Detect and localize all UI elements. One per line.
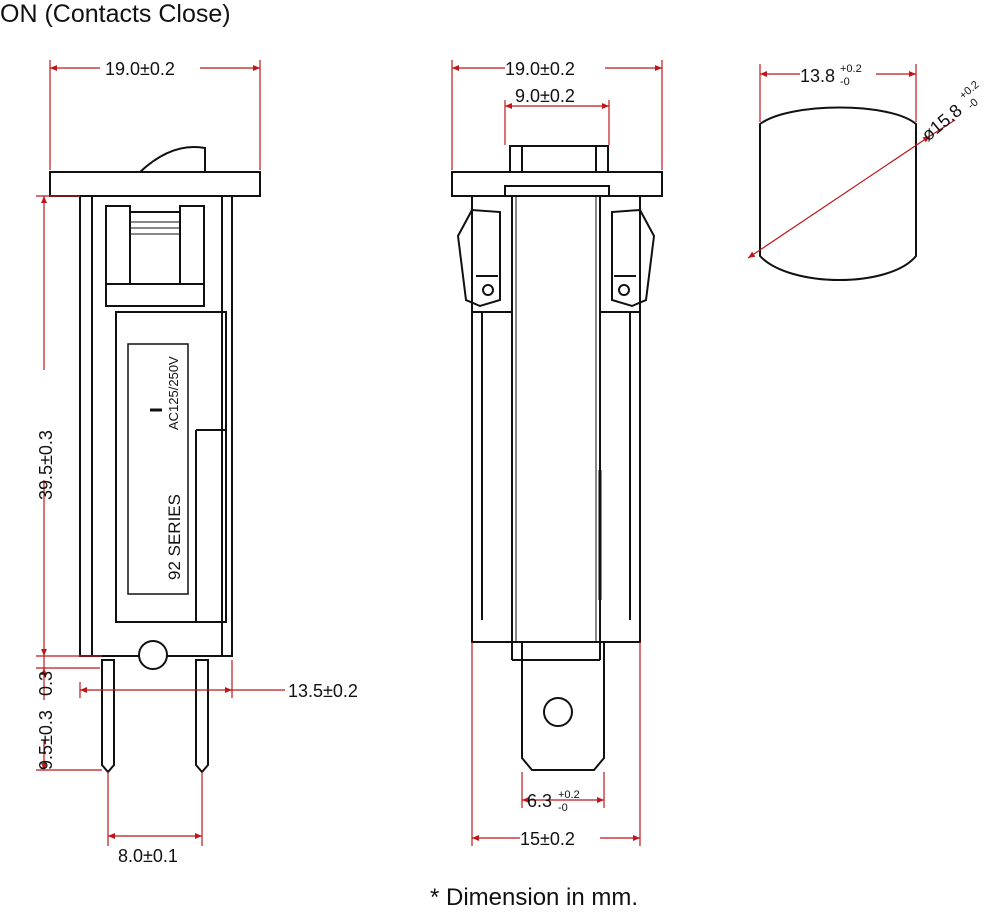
terminal-width-tol-minus: -0 <box>558 802 568 814</box>
cutout-flat-width-label: 13.8 <box>800 66 835 86</box>
diagram-title: ON (Contacts Close) <box>0 0 231 28</box>
side-body <box>471 195 641 643</box>
led-hole <box>138 640 168 670</box>
terminal-width-label: 6.3 <box>527 791 552 811</box>
front-body <box>79 195 233 657</box>
series-label: 92 SERIES <box>165 494 184 580</box>
actuator-width-label: 9.0±0.2 <box>515 86 575 106</box>
front-body-width-label: 13.5±0.2 <box>288 681 358 701</box>
side-flange <box>451 171 663 197</box>
front-pin-offset-label: 0.3 <box>36 671 56 696</box>
front-flange <box>49 171 261 197</box>
rating-label: AC125/250V <box>166 356 181 430</box>
front-pin-right <box>195 659 209 774</box>
rocker-actuator <box>139 146 206 173</box>
pin-spacing-label: 8.0±0.1 <box>118 846 178 866</box>
front-overall-width-label: 19.0±0.2 <box>105 59 175 79</box>
cutout-diameter-label: ø15.8 <box>918 100 966 145</box>
cutout-shape <box>759 106 917 281</box>
units-note: * Dimension in mm. <box>430 884 639 911</box>
side-overall-width-label: 19.0±0.2 <box>505 59 575 79</box>
front-view <box>49 146 261 774</box>
side-view <box>451 145 663 771</box>
side-actuator <box>509 145 609 173</box>
base-width-label: 15±0.2 <box>520 829 575 849</box>
front-body-height-label: 39.5±0.3 <box>36 430 56 500</box>
front-pin-length-label: 9.5±0.3 <box>36 710 56 770</box>
terminal-hole <box>543 697 573 727</box>
cutout-flat-tol-minus: -0 <box>840 76 850 88</box>
terminal-width-tol-plus: +0.2 <box>558 789 580 801</box>
cutout-view: 13.8 +0.2 -0 ø15.8 +0.2 -0 <box>747 63 982 281</box>
side-terminal <box>521 641 605 771</box>
label-panel <box>115 311 227 623</box>
front-dimensions <box>36 60 285 846</box>
side-dimensions <box>451 60 663 846</box>
cutout-flat-tol-plus: +0.2 <box>840 63 862 75</box>
front-pin-left <box>101 659 115 774</box>
